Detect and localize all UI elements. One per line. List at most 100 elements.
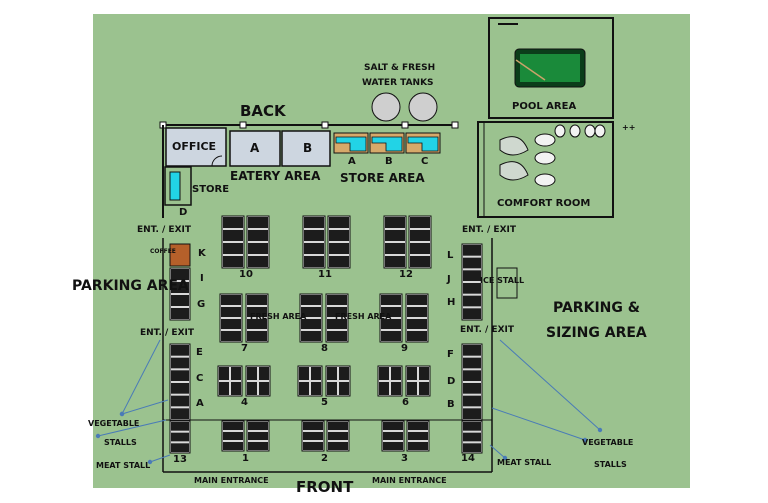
water-tank-2: [408, 92, 438, 122]
meat-stall-label-left: MEAT STALL: [96, 461, 151, 470]
stall-block-cell: [231, 382, 241, 395]
store-unit-fill: [371, 136, 403, 152]
pointer-arrow: [491, 407, 586, 441]
stall-number-8: 8: [321, 343, 328, 354]
stall-block-cell: [328, 432, 348, 440]
pointer-arrow: [121, 339, 161, 415]
stall-block-cell: [223, 422, 243, 430]
stall-block-cell: [410, 243, 430, 254]
ice-stall-box: [496, 267, 518, 299]
eatery-room-b: [281, 130, 331, 167]
stall-block: [221, 215, 245, 269]
parking-area-label: PARKING AREA: [72, 278, 189, 294]
stall-letter-h: H: [447, 297, 456, 308]
stall-block-cell: [383, 422, 403, 430]
stall-block-cell: [247, 331, 267, 341]
stall-block-cell: [248, 256, 268, 267]
urinal: [554, 124, 566, 138]
ent-exit-mid-right: ENT. / EXIT: [460, 325, 514, 335]
stall-block-cell: [379, 367, 389, 380]
stall-block-cell: [407, 331, 427, 341]
stall-block-cell: [221, 295, 241, 305]
stall-block: [246, 215, 270, 269]
stall-block-cell: [301, 295, 321, 305]
stall-block-cell: [303, 422, 323, 430]
stall-letter-c: C: [196, 373, 204, 384]
store-a-label: A: [348, 156, 356, 167]
side-stall-right-bottom-cell: [463, 345, 481, 356]
stall-block-cell: [311, 367, 321, 380]
stall-block-cell: [410, 256, 430, 267]
stall-block-cell: [301, 319, 321, 329]
parking-sizing-line2: SIZING AREA: [546, 325, 647, 341]
side-stall-right-top-cell: [463, 295, 481, 307]
urinal: [584, 124, 596, 138]
stall-letter-g: G: [197, 299, 206, 310]
tanks-label-line2: WATER TANKS: [362, 78, 434, 88]
stall-block-cell: [383, 432, 403, 440]
meat-stall-14-cell: [463, 432, 481, 442]
pointer-arrow: [121, 399, 169, 415]
pointer-arrow-head: [597, 427, 603, 433]
side-stall-left-top-cell: [171, 308, 189, 319]
stall-block-cell: [223, 230, 243, 241]
wall-post: [401, 121, 409, 129]
stall-block-cell: [247, 367, 257, 380]
comfort-room-label: COMFORT ROOM: [497, 198, 591, 209]
side-stall-right-bottom-cell: [463, 383, 481, 394]
eatery-room-a: [229, 130, 281, 167]
office-door: [211, 155, 223, 167]
store-b-label: B: [385, 156, 393, 167]
stall-letter-k: K: [198, 248, 206, 259]
side-stall-right-bottom-cell: [463, 395, 481, 407]
stall-block-cell: [391, 367, 401, 380]
stall-block-cell: [327, 331, 347, 341]
urinal: [569, 124, 581, 138]
side-stall-right-bottom-cell: [463, 408, 481, 419]
stall-block-cell: [408, 432, 428, 440]
office-label: OFFICE: [172, 140, 217, 153]
pointer-arrow: [149, 454, 171, 463]
vegetable-label-left: VEGETABLE: [88, 419, 140, 428]
stall-block-cell: [327, 367, 337, 380]
stall-block-cell: [385, 230, 405, 241]
pointer-arrow: [499, 339, 601, 431]
stall-letter-b: B: [447, 399, 455, 410]
plus-marks: ++: [622, 123, 636, 132]
side-stall-left-top-cell: [171, 269, 189, 280]
stall-block-cell: [304, 217, 324, 228]
wall-post: [321, 121, 329, 129]
toilet-bowl: [534, 151, 556, 165]
stall-letter-d: D: [447, 376, 456, 387]
stall-block-cell: [381, 295, 401, 305]
side-stall-left-top-cell: [171, 295, 189, 306]
ent-exit-top-right: ENT. / EXIT: [462, 225, 516, 235]
stall-block-cell: [407, 367, 417, 380]
stall-block-cell: [407, 307, 427, 317]
ent-exit-mid-left: ENT. / EXIT: [140, 328, 194, 338]
stall-block-cell: [259, 382, 269, 395]
ice-stall-label: ICE STALL: [480, 276, 525, 285]
stall-block-cell: [339, 382, 349, 395]
comfort-fixture: [499, 161, 529, 181]
side-stall-right-top-cell: [463, 283, 481, 294]
store-d-fill: [169, 171, 181, 201]
water-tank-1: [371, 92, 401, 122]
store-label: STORE: [192, 184, 230, 195]
stall-letter-l: L: [447, 250, 454, 261]
toilet-bowl: [534, 173, 556, 187]
stall-block-cell: [301, 307, 321, 317]
stall-block-cell: [385, 243, 405, 254]
stall-block-cell: [299, 367, 309, 380]
vegetable-label-right: VEGETABLE: [582, 438, 634, 447]
stall-block-cell: [247, 307, 267, 317]
office-room: [165, 127, 227, 167]
stall-block-cell: [247, 295, 267, 305]
stall-block-cell: [304, 243, 324, 254]
store-d-frame: [164, 166, 192, 206]
stall-block-cell: [223, 256, 243, 267]
stall-block-cell: [301, 331, 321, 341]
stall-block-cell: [407, 319, 427, 329]
stall-letter-a: A: [196, 398, 204, 409]
